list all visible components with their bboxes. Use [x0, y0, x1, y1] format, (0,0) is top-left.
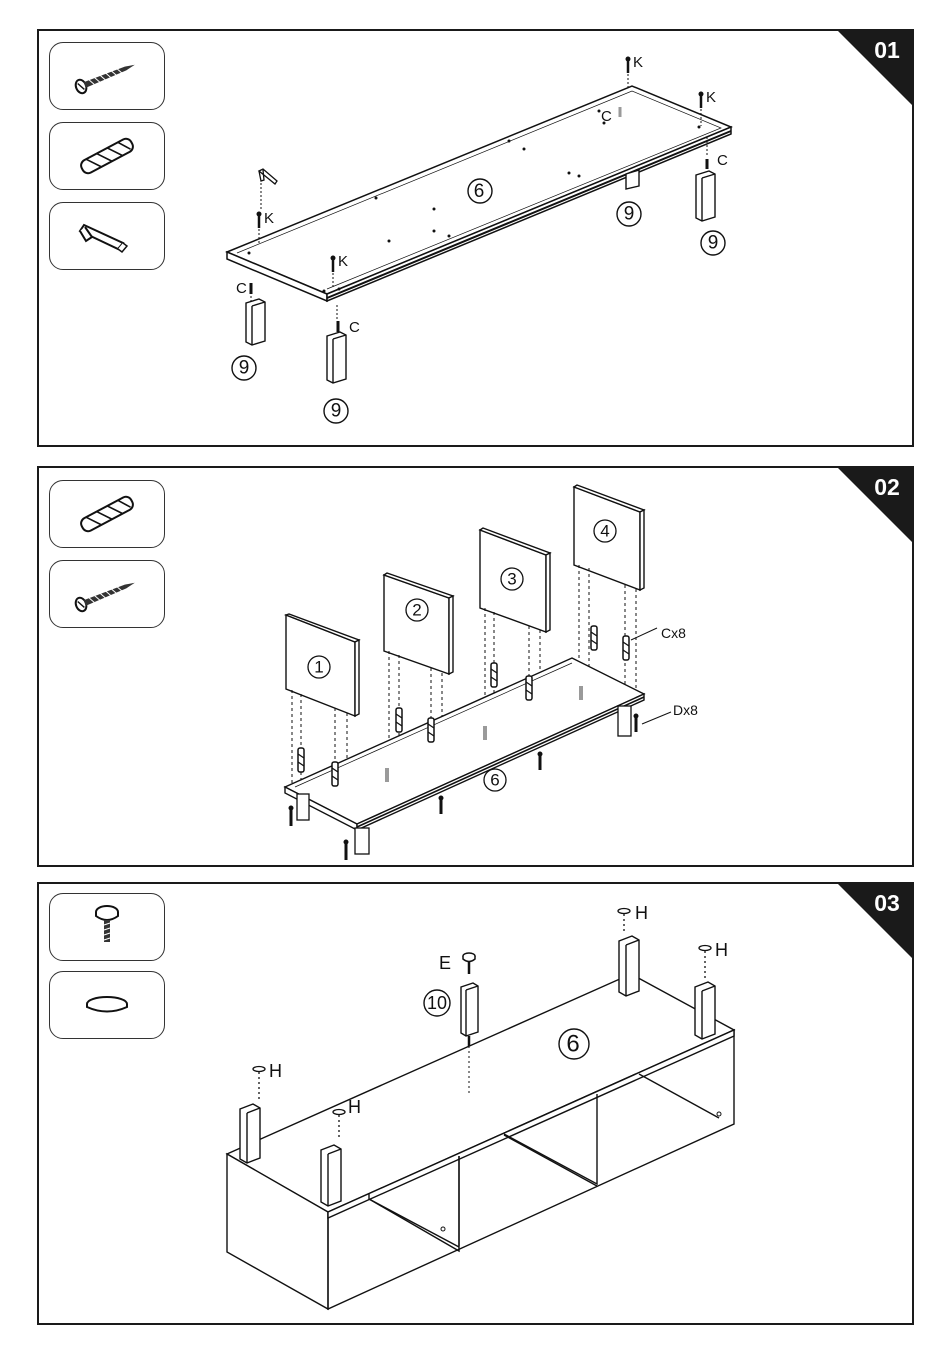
callout-line: [642, 712, 671, 724]
step-02-panel: 02: [37, 466, 914, 867]
panel-label: 1: [314, 658, 323, 677]
dowel-count-label: Cx8: [661, 625, 686, 641]
leg-label: 9: [331, 401, 342, 422]
screw-label: K: [338, 253, 348, 270]
step-01-panel: 01: [37, 29, 914, 447]
pad-label: H: [635, 903, 648, 923]
dowel-label: C: [236, 280, 247, 297]
leg-label: 9: [239, 358, 250, 379]
step-03-diagram: 6 10 E: [39, 884, 914, 1325]
screw-count-label: Dx8: [673, 702, 698, 718]
board-label: 6: [474, 181, 485, 202]
step-01-diagram: 6 K K K K C C: [39, 31, 914, 447]
panel-label: 3: [507, 570, 516, 589]
screw-label: K: [706, 89, 716, 106]
step-03-panel: 03: [37, 882, 914, 1325]
pad-label: H: [715, 940, 728, 960]
panel-label: 4: [600, 522, 609, 541]
dowel-label: C: [601, 108, 612, 125]
step-02-diagram: 1 2 3 4 6: [39, 468, 914, 867]
leg-label: 10: [427, 993, 447, 1013]
pad-label: H: [348, 1097, 361, 1117]
cabinet-body: [227, 974, 734, 1309]
leg-label: 9: [708, 233, 719, 254]
pad-label: H: [269, 1061, 282, 1081]
callout-line: [631, 628, 657, 640]
board-label: 6: [490, 771, 499, 790]
bolt-label: E: [439, 953, 451, 973]
leg-label: 9: [624, 204, 635, 225]
board-label: 6: [566, 1031, 579, 1058]
dowel-label: C: [349, 319, 360, 336]
allen-key-icon: [259, 169, 277, 184]
screw-label: K: [633, 54, 643, 71]
panel-label: 2: [412, 601, 421, 620]
dowel-label: C: [717, 152, 728, 169]
screw-label: K: [264, 210, 274, 227]
vertical-panel-2: [384, 573, 453, 674]
